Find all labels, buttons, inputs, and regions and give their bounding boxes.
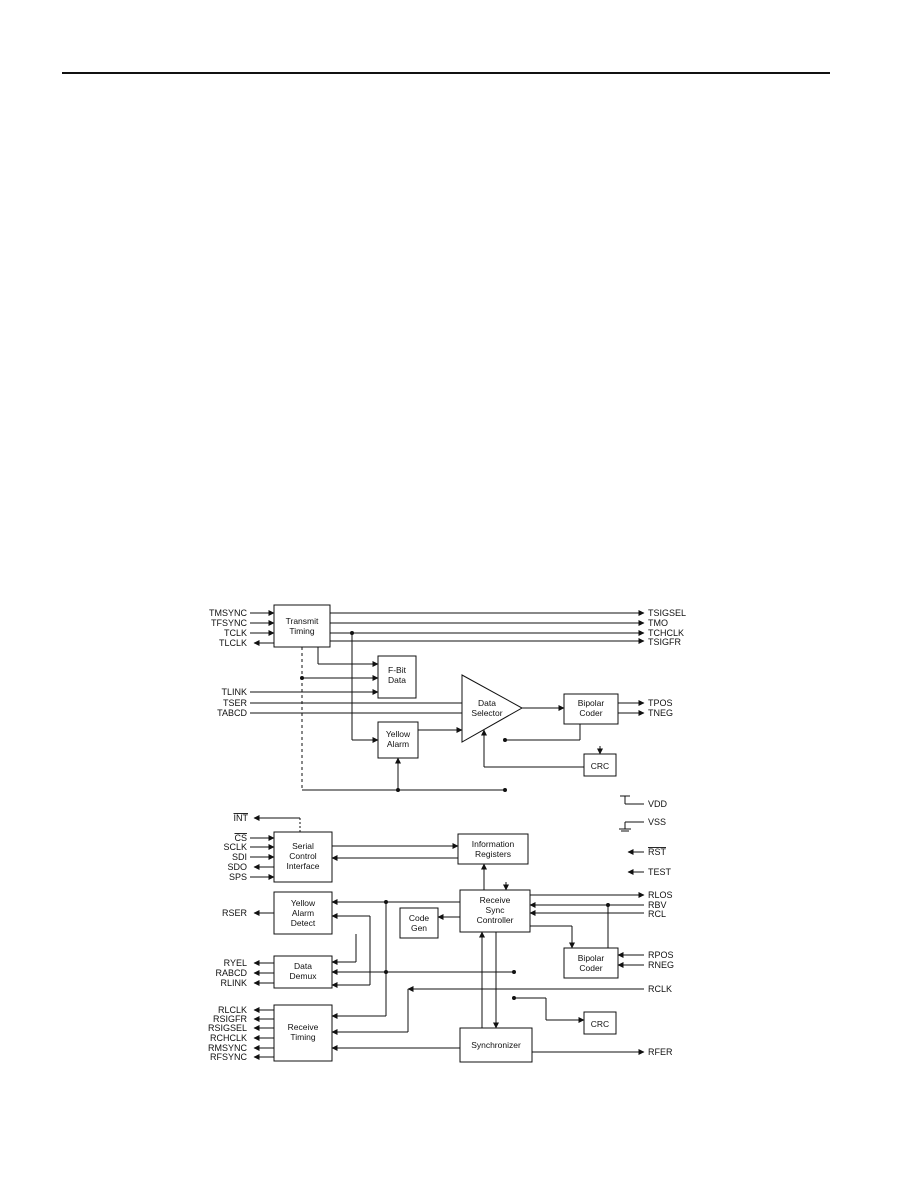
yellow-alarm-detect-label-3: Detect — [291, 918, 316, 928]
pin-tmo: TMO — [648, 618, 668, 628]
rx-crc-label: CRC — [591, 1019, 609, 1029]
yellow-alarm-detect-label-1: Yellow — [291, 898, 316, 908]
junction-2 — [350, 631, 354, 635]
header-rule — [62, 72, 830, 74]
pin-rcl: RCL — [648, 909, 666, 919]
tx-yellow-alarm-block — [377, 721, 419, 759]
pin-tclk: TCLK — [224, 628, 247, 638]
junction-6 — [384, 900, 388, 904]
pin-rlclk: RLCLK — [218, 1005, 247, 1015]
pin-tpos: TPOS — [648, 698, 673, 708]
transmit-timing-block — [273, 604, 331, 648]
tx-crc-label: CRC — [591, 761, 609, 771]
information-registers-label-1: Information — [472, 839, 515, 849]
pin-rser: RSER — [222, 908, 248, 918]
junction-8 — [606, 903, 610, 907]
receive-sync-controller-block — [459, 889, 531, 933]
junction-3 — [396, 788, 400, 792]
pin-rlink: RLINK — [220, 978, 247, 988]
pin-tmsync: TMSYNC — [209, 608, 248, 618]
information-registers-block — [457, 833, 529, 865]
pin-sps: SPS — [229, 872, 247, 882]
tx-bipolar-coder-label-2: Coder — [579, 708, 602, 718]
pin-vdd: VDD — [648, 799, 668, 809]
pin-tlclk: TLCLK — [219, 638, 247, 648]
transmit-timing-label-1: Transmit — [286, 616, 319, 626]
code-gen-label-2: Gen — [411, 923, 427, 933]
pin-tsigsel: TSIGSEL — [648, 608, 686, 618]
pin-rbv: RBV — [648, 900, 667, 910]
fbit-data-block — [377, 655, 417, 699]
code-gen-block — [399, 907, 439, 939]
pin-sclk: SCLK — [223, 842, 247, 852]
pin-rfer: RFER — [648, 1047, 673, 1057]
data-selector-block — [461, 674, 524, 743]
pin-int: INT — [234, 813, 249, 823]
serial-control-label-2: Control — [289, 851, 317, 861]
receive-sync-controller-label-2: Sync — [486, 905, 506, 915]
data-selector-label-2: Selector — [471, 708, 502, 718]
serial-control-block — [273, 831, 333, 883]
tx-yellow-alarm-label-1: Yellow — [386, 729, 411, 739]
junction-5 — [503, 738, 507, 742]
rx-bipolar-coder-block — [563, 947, 619, 979]
rx-crc-block — [583, 1011, 617, 1035]
pin-rfsync: RFSYNC — [210, 1052, 248, 1062]
yellow-alarm-detect-label-2: Alarm — [292, 908, 314, 918]
yellow-alarm-detect-block — [273, 891, 333, 935]
junction-10 — [512, 970, 516, 974]
serial-control-label-1: Serial — [292, 841, 314, 851]
pin-rsigsel: RSIGSEL — [208, 1023, 247, 1033]
pin-tchclk: TCHCLK — [648, 628, 684, 638]
pin-rmsync: RMSYNC — [208, 1043, 248, 1053]
pin-rpos: RPOS — [648, 950, 674, 960]
code-gen-label-1: Code — [409, 913, 430, 923]
receive-timing-label-2: Timing — [290, 1032, 315, 1042]
tx-bipolar-coder-label-1: Bipolar — [578, 698, 605, 708]
receive-sync-controller-label-3: Controller — [477, 915, 514, 925]
pin-rsigfr: RSIGFR — [213, 1014, 248, 1024]
data-selector-label-1: Data — [478, 698, 496, 708]
receive-timing-label-1: Receive — [288, 1022, 319, 1032]
pin-tsigfr: TSIGFR — [648, 637, 681, 647]
pin-test: TEST — [648, 867, 672, 877]
junction-9 — [512, 996, 516, 1000]
junction-4 — [503, 788, 507, 792]
pin-tser: TSER — [223, 698, 248, 708]
synchronizer-label: Synchronizer — [471, 1040, 521, 1050]
junction-7 — [384, 970, 388, 974]
data-demux-label-2: Demux — [290, 971, 318, 981]
transmit-timing-label-2: Timing — [289, 626, 314, 636]
pin-rclk: RCLK — [648, 984, 672, 994]
junction-1 — [300, 676, 304, 680]
pin-vss: VSS — [648, 817, 666, 827]
receive-sync-controller-label-1: Receive — [480, 895, 511, 905]
data-demux-block — [273, 955, 333, 989]
pin-rneg: RNEG — [648, 960, 674, 970]
data-demux-label-1: Data — [294, 961, 312, 971]
pin-ryel: RYEL — [224, 958, 247, 968]
pin-rst: RST — [648, 847, 667, 857]
pin-tlink: TLINK — [221, 687, 247, 697]
pin-sdo: SDO — [227, 862, 247, 872]
fbit-data-label-2: Data — [388, 675, 406, 685]
pin-cs: CS — [234, 833, 247, 843]
rx-bipolar-coder-label-1: Bipolar — [578, 953, 605, 963]
pin-rlos: RLOS — [648, 890, 673, 900]
tx-bipolar-coder-block — [563, 693, 619, 725]
pin-tneg: TNEG — [648, 708, 673, 718]
pin-rabcd: RABCD — [215, 968, 247, 978]
pin-sdi: SDI — [232, 852, 247, 862]
rx-bipolar-coder-label-2: Coder — [579, 963, 602, 973]
pin-tabcd: TABCD — [217, 708, 247, 718]
fbit-data-label-1: F-Bit — [388, 665, 407, 675]
pin-tfsync: TFSYNC — [211, 618, 248, 628]
pin-rchclk: RCHCLK — [210, 1033, 247, 1043]
information-registers-label-2: Registers — [475, 849, 511, 859]
serial-control-label-3: Interface — [286, 861, 319, 871]
receive-timing-block — [273, 1004, 333, 1062]
tx-yellow-alarm-label-2: Alarm — [387, 739, 409, 749]
synchronizer-block — [459, 1027, 533, 1063]
